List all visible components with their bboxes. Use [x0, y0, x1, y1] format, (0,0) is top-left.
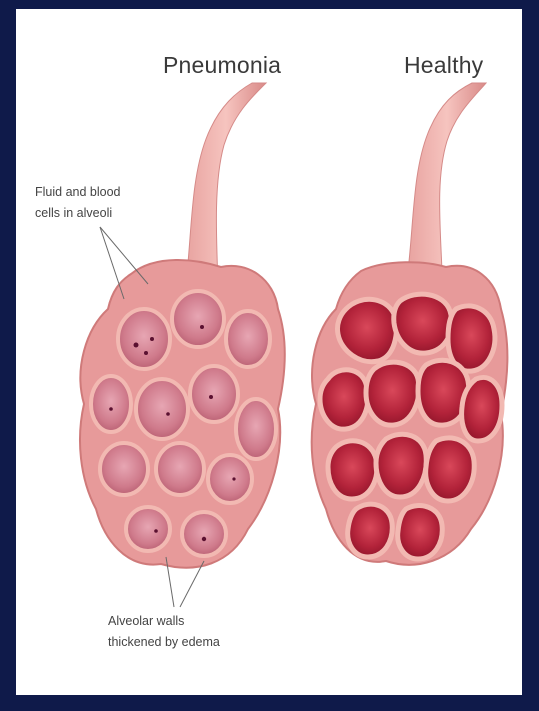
- pneumonia-bronchiole: [186, 83, 266, 284]
- diagram-panel: Pneumonia Healthy Fluid and blood cells …: [16, 9, 522, 695]
- healthy-bronchiole: [408, 83, 486, 271]
- healthy-title: Healthy: [404, 52, 483, 79]
- walls-annotation-line2: thickened by edema: [108, 632, 220, 653]
- walls-annotation: Alveolar walls thickened by edema: [108, 611, 220, 653]
- alveoli-illustration: [16, 9, 522, 695]
- healthy-alveoli-cluster: [312, 262, 508, 564]
- pneumonia-title: Pneumonia: [163, 52, 281, 79]
- pneumonia-alveoli-cluster: [80, 260, 285, 568]
- walls-annotation-line1: Alveolar walls: [108, 611, 220, 632]
- fluid-annotation-line1: Fluid and blood: [35, 182, 120, 203]
- fluid-annotation: Fluid and blood cells in alveoli: [35, 182, 120, 224]
- fluid-annotation-line2: cells in alveoli: [35, 203, 120, 224]
